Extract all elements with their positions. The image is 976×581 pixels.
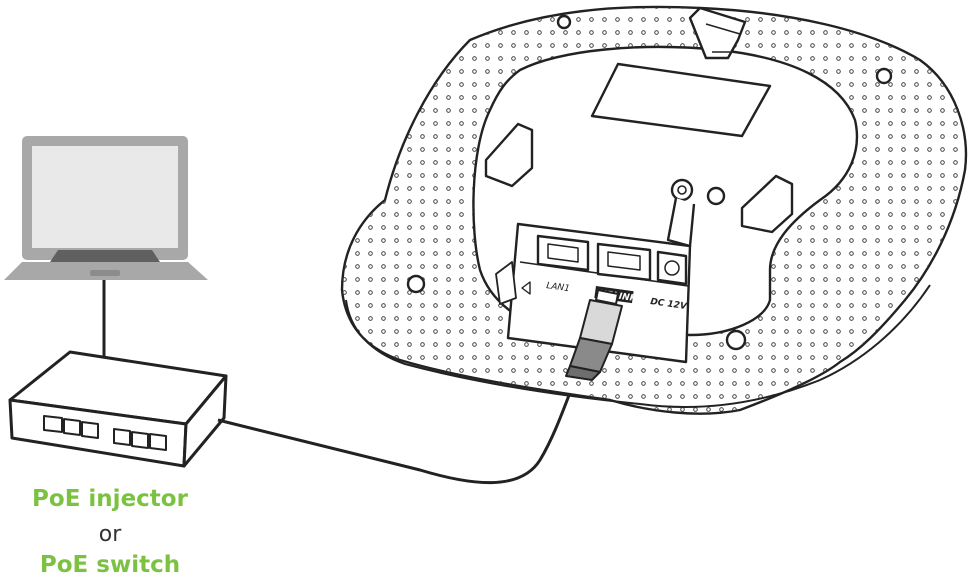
rj45-plug [565, 289, 623, 381]
ap-mount-tab-right [740, 174, 794, 234]
ap-rim-hole-right [725, 329, 747, 351]
ap-side-button[interactable] [495, 261, 517, 305]
ap-rim [345, 284, 931, 408]
lan1-label: LAN1 [546, 281, 571, 294]
ap-label-plate [590, 62, 772, 138]
poe-switch-icon [8, 350, 228, 468]
uplink-cable [217, 371, 580, 485]
ap-mount-tab-left [484, 122, 534, 188]
ap-hole [706, 186, 726, 206]
ap-rim-hole-left [406, 274, 426, 294]
access-point-device [340, 5, 968, 415]
caption-poe-switch: PoE switch [39, 552, 181, 578]
caption-or: or [98, 522, 122, 547]
laptop-icon [4, 136, 208, 280]
caption-poe-injector: PoE injector [32, 486, 188, 512]
